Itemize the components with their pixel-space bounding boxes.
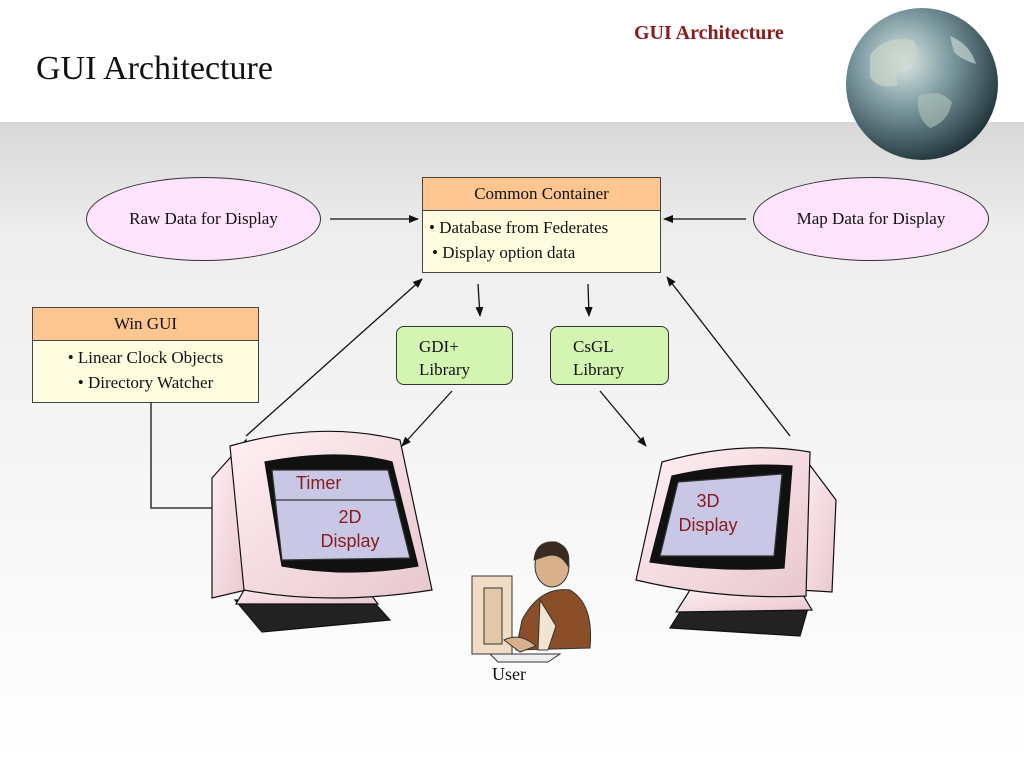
arrow-3d-to-container — [666, 276, 791, 437]
common-container-box: Common Container • Database from Federat… — [422, 177, 661, 273]
monitor-3d-line2: Display — [678, 515, 738, 535]
monitor-2d-line2: Display — [320, 531, 380, 551]
arrow-wingui-to-2d — [150, 402, 231, 512]
header-small-title: GUI Architecture — [634, 22, 784, 44]
arrow-container-to-csgl — [584, 283, 593, 317]
arrow-csgl-to-3d — [599, 390, 647, 447]
gdi-library-line1: GDI+ — [419, 337, 459, 356]
arrow-2d-to-container — [245, 278, 423, 437]
map-data-label: Map Data for Display — [796, 209, 946, 228]
arrow-container-to-gdi — [475, 283, 484, 317]
csgl-library-box: CsGL Library — [550, 326, 669, 385]
win-gui-box: Win GUI • Linear Clock Objects • Directo… — [32, 307, 259, 403]
raw-data-label: Raw Data for Display — [129, 209, 278, 228]
map-data-node: Map Data for Display — [753, 177, 989, 261]
win-gui-item: • Directory Watcher — [77, 373, 214, 392]
monitor-3d-line1: 3D — [696, 491, 720, 511]
win-gui-title: Win GUI — [33, 308, 258, 341]
gdi-library-box: GDI+ Library — [396, 326, 513, 385]
monitor-2d-icon — [211, 430, 433, 633]
csgl-library-line1: CsGL — [573, 337, 614, 356]
common-container-title: Common Container — [423, 178, 660, 211]
user-label: User — [492, 664, 526, 684]
monitor-2d-timer: Timer — [296, 473, 342, 493]
page-title: GUI Architecture — [36, 50, 273, 87]
globe-icon — [846, 8, 998, 160]
common-container-item: • Display option data — [432, 243, 576, 262]
monitor-3d-label: 3D Display — [668, 489, 748, 537]
monitor-2d-label: 2D Display — [310, 505, 390, 553]
raw-data-node: Raw Data for Display — [86, 177, 321, 261]
gdi-library-line2: Library — [419, 360, 470, 379]
monitor-2d-line1: 2D — [338, 507, 362, 527]
win-gui-item: • Linear Clock Objects — [67, 348, 224, 367]
user-icon — [471, 541, 592, 663]
common-container-item: • Database from Federates — [429, 218, 609, 237]
arrow-gdi-to-2d — [401, 390, 453, 447]
csgl-library-line2: Library — [573, 360, 624, 379]
monitor-3d-icon — [635, 447, 837, 637]
